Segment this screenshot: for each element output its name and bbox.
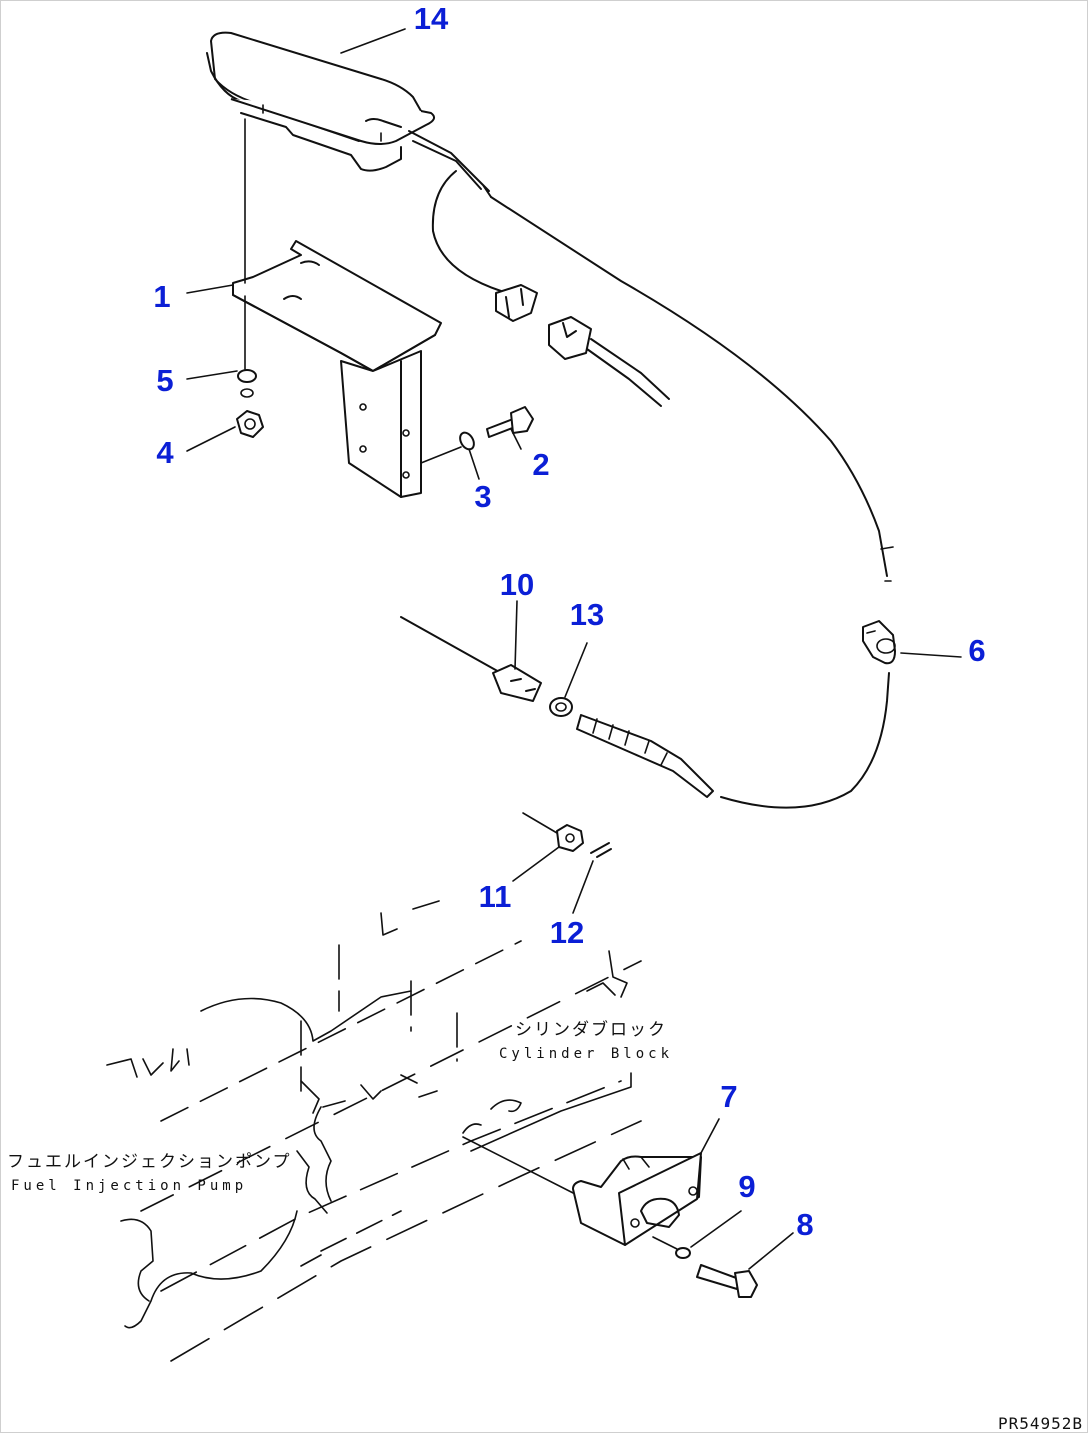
part-1-bracket [232,118,442,498]
part-10-clevis [492,664,542,702]
callout-12: 12 [550,915,584,950]
part-13-nut [549,697,573,717]
part-6-clip [862,620,896,665]
callout-9: 9 [738,1169,755,1204]
callout-8: 8 [796,1207,813,1242]
part-5-washer [237,369,257,398]
callout-1: 1 [153,279,170,314]
engine-outline [106,900,642,1362]
cylinder-block-label-en: Cylinder Block [499,1046,673,1062]
callout-3: 3 [474,479,491,514]
callout-13: 13 [570,597,604,632]
cable-threaded-end [576,714,714,798]
fuel-pump-label-en: Fuel Injection Pump [11,1178,247,1194]
part-11-nut [522,812,584,852]
callout-7: 7 [720,1079,737,1114]
part-3-washer [420,431,475,464]
callout-11: 11 [479,879,512,914]
callout-4: 4 [156,435,174,470]
part-2-bolt [486,406,534,438]
drawing-code: PR54952B [998,1414,1083,1433]
part-9-washer [652,1236,691,1259]
fuel-pump-label-jp: フュエルインジェクションポンプ [7,1152,292,1172]
part-12-pin [590,842,612,858]
part-8-bolt [696,1264,758,1298]
part-7-mount-bracket [572,1152,702,1246]
callout-10: 10 [500,567,534,602]
cable-end-left [400,616,502,674]
callout-6: 6 [968,633,985,668]
part-4-nut [236,410,264,438]
part-14-control-box [206,31,670,407]
leader-lines [186,28,962,1270]
callout-5: 5 [156,363,173,398]
callout-14: 14 [414,1,449,36]
control-cable [490,196,888,577]
cable-marker [880,546,894,582]
cable-loop [720,672,890,809]
callout-2: 2 [532,447,549,482]
cylinder-block-label-jp: シリンダブロック [515,1019,667,1040]
